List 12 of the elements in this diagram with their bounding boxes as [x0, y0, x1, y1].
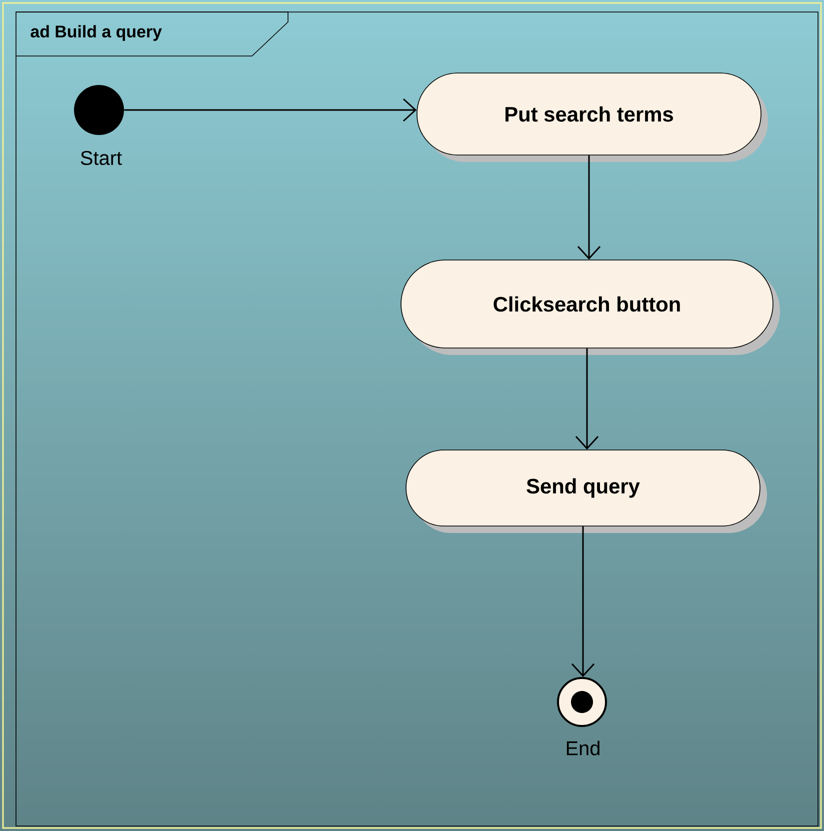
frame-title-tab: ad Build a query — [16, 12, 288, 56]
arrow — [124, 98, 417, 122]
initial-node — [74, 85, 124, 135]
arrow — [571, 526, 595, 677]
node-label: End — [566, 740, 600, 756]
final-node — [557, 677, 607, 727]
action-node: Clicksearch button — [400, 260, 780, 355]
arrow — [575, 348, 599, 450]
action-node: Put search terms — [416, 72, 768, 162]
action-node: Send query — [406, 450, 767, 533]
node-label: Start — [80, 150, 122, 166]
arrow — [577, 155, 601, 260]
